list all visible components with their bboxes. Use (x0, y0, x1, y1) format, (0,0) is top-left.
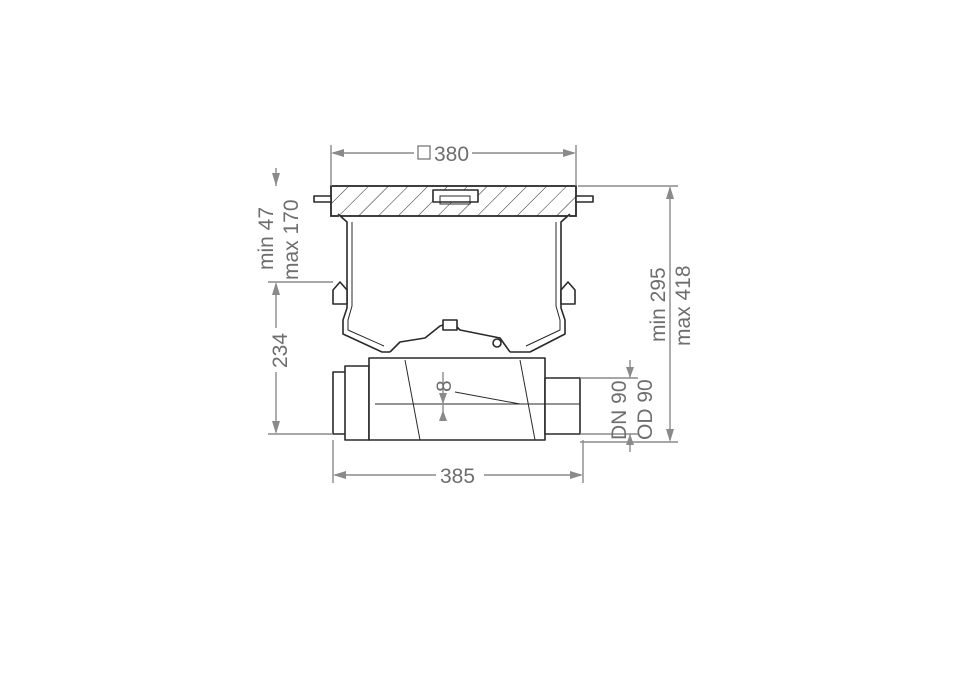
bowl-wall-left (337, 213, 390, 353)
od-label: OD 90 (634, 379, 657, 440)
dimension-lower-height: 234 (268, 284, 333, 435)
bottom-width-label: 385 (440, 465, 475, 488)
total-max-label: max 418 (672, 265, 695, 346)
top-width-label: 380 (434, 143, 469, 166)
pipe-outlet-right (544, 377, 581, 435)
grating-center-slot (439, 195, 471, 205)
hinge-pin (492, 338, 502, 348)
flange-right (575, 195, 594, 203)
clip-left (332, 281, 348, 305)
clip-right (560, 281, 576, 305)
offset-label: 8 (433, 380, 456, 392)
dimension-adjustment-range: min 47 max 170 (255, 168, 333, 295)
drain-body (313, 185, 594, 441)
adjustment-min-label: min 47 (255, 207, 278, 270)
adjustment-max-label: max 170 (280, 199, 303, 280)
trap-flap (404, 359, 536, 441)
dimension-pipe-diameter: DN 90 OD 90 (580, 360, 657, 452)
dimension-top-width: 380 (330, 143, 577, 186)
trap-top (442, 319, 458, 331)
pipe-body (368, 357, 546, 441)
dimension-offset: 8 (433, 372, 456, 421)
flange-left (313, 195, 332, 203)
bowl-wall-right (510, 213, 571, 353)
dimension-total-height: min 295 max 418 (578, 185, 695, 443)
dn-label: DN 90 (608, 380, 631, 440)
bowl-wall-left-inner (347, 222, 385, 347)
lower-height-label: 234 (269, 333, 292, 368)
total-min-label: min 295 (647, 267, 670, 342)
pipe-socket-left-ring (344, 365, 370, 441)
square-symbol-icon (417, 145, 431, 160)
bowl-wall-right-inner (525, 222, 561, 347)
dimension-bottom-width: 385 (332, 440, 584, 488)
